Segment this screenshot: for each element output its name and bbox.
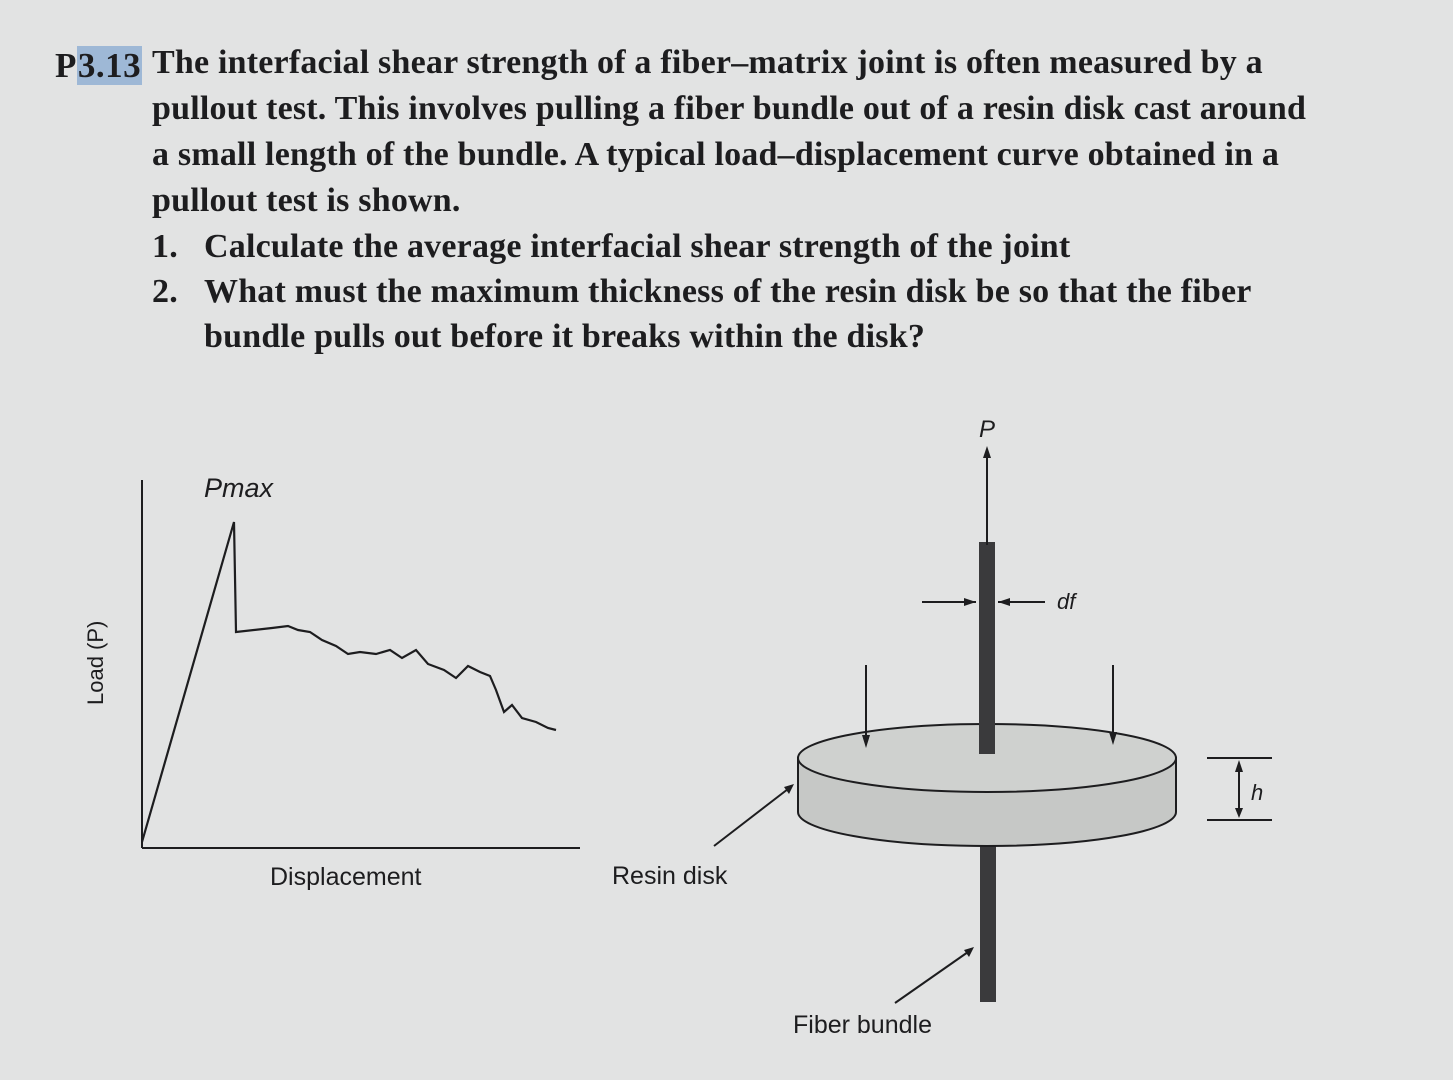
load-arrowhead bbox=[983, 446, 991, 458]
question-2-number: 2. bbox=[152, 273, 178, 310]
disk-label: Resin disk bbox=[612, 862, 728, 890]
thickness-arrow-down bbox=[1235, 808, 1243, 818]
question-1-number: 1. bbox=[152, 228, 178, 265]
disk-leader-arrow bbox=[784, 784, 794, 794]
diameter-arrow-right bbox=[998, 598, 1010, 606]
thickness-label: h bbox=[1251, 780, 1263, 805]
pullout-setup bbox=[713, 446, 1272, 1004]
fiber-label: Fiber bundle bbox=[793, 1011, 932, 1039]
graph-ylabel: Load (P) bbox=[83, 621, 108, 705]
load-displacement-graph bbox=[140, 480, 580, 849]
fiber-bundle-lower bbox=[980, 832, 996, 1002]
diameter-label: df bbox=[1057, 589, 1078, 614]
fiber-bundle-upper bbox=[979, 542, 995, 754]
question-1: 1. Calculate the average interfacial she… bbox=[152, 224, 1325, 269]
question-2-text: What must the maximum thickness of the r… bbox=[204, 273, 1251, 355]
load-label: P bbox=[979, 416, 995, 443]
fiber-leader-line bbox=[894, 951, 969, 1004]
support-arrow-left-head bbox=[862, 735, 870, 748]
graph-xlabel: Displacement bbox=[270, 863, 422, 891]
question-2: 2. What must the maximum thickness of th… bbox=[152, 269, 1325, 359]
support-arrow-right-head bbox=[1109, 732, 1117, 745]
peak-label: Pmax bbox=[204, 473, 275, 503]
problem-body: The interfacial shear strength of a fibe… bbox=[152, 40, 1325, 359]
problem-number-highlight: 3.13 bbox=[76, 46, 143, 85]
thickness-arrow-up bbox=[1235, 760, 1243, 772]
fiber-leader-arrow bbox=[964, 947, 974, 957]
disk-leader-line bbox=[713, 788, 789, 847]
thickness-dimension bbox=[1207, 757, 1272, 821]
problem-number: P3.13 bbox=[55, 46, 143, 85]
load-curve bbox=[140, 521, 557, 843]
problem-intro: The interfacial shear strength of a fibe… bbox=[152, 44, 1307, 219]
problem-statement: P3.13 The interfacial shear strength of … bbox=[55, 40, 1325, 359]
question-1-text: Calculate the average interfacial shear … bbox=[204, 228, 1071, 265]
diameter-arrow-left bbox=[964, 598, 976, 606]
